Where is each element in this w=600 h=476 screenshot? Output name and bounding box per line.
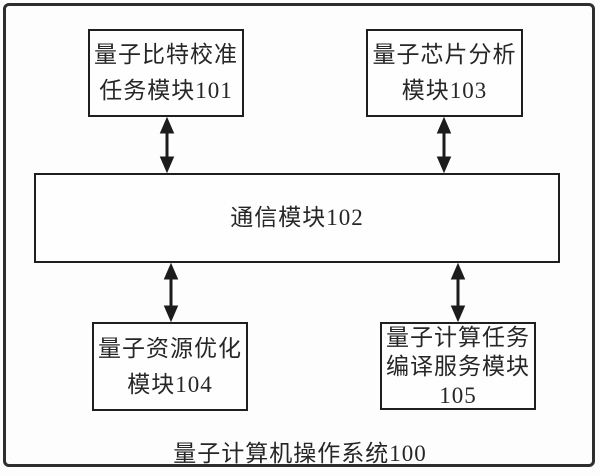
module-box-task-compilation-105: 量子计算任务 编译服务模块 105 — [380, 322, 536, 410]
module-box-communication-102: 通信模块102 — [34, 173, 560, 263]
module-box-qubit-calibration-101: 量子比特校准 任务模块101 — [88, 29, 244, 117]
system-title-label: 量子计算机操作系统100 — [173, 441, 427, 466]
module-box-chip-analysis-103: 量子芯片分析 模块103 — [366, 29, 523, 117]
module-box-resource-optimization-104: 量子资源优化 模块104 — [92, 322, 248, 411]
outer-frame — [3, 3, 595, 467]
